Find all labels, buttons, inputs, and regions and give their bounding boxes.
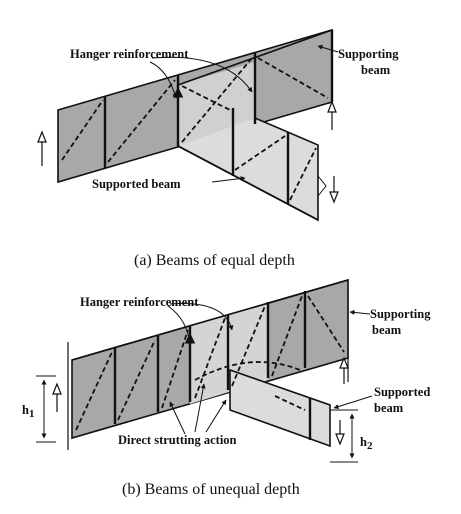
strut-label-b: Direct strutting action <box>118 433 237 447</box>
hanger-label-b: Hanger reinforcement <box>80 295 199 309</box>
h2-label: h2 <box>360 435 373 452</box>
supporting-label-b-2: beam <box>372 323 402 337</box>
junction-face-a <box>178 62 255 146</box>
supporting-label-b-1: Supporting <box>370 307 431 321</box>
supported-label-b-2: beam <box>374 401 404 415</box>
figure-a: Hanger reinforcement Supporting beam Sup… <box>37 28 399 269</box>
supported-beam-b <box>229 368 331 448</box>
supporting-label-a-2: beam <box>361 63 391 77</box>
supported-label-a: Supported beam <box>92 177 181 191</box>
dimension-h1 <box>36 375 56 443</box>
hanger-label-a: Hanger reinforcement <box>70 47 189 61</box>
stirrups-b <box>113 291 312 440</box>
dimension-h2 <box>330 409 358 463</box>
struts-b <box>75 295 345 431</box>
struts-a <box>61 57 329 201</box>
supporting-label-a-1: Supporting <box>338 47 399 61</box>
figure-b: Hanger reinforcement Supporting beam Sup… <box>22 278 431 498</box>
supported-label-b-1: Supported <box>374 385 430 399</box>
stirrups-a <box>103 30 334 204</box>
caption-b: (b) Beams of unequal depth <box>122 481 300 498</box>
caption-a: (a) Beams of equal depth <box>134 252 295 269</box>
h1-label: h1 <box>22 403 34 420</box>
